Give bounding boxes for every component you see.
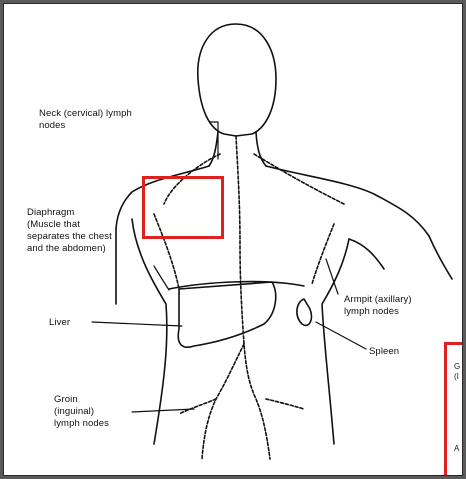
label-spleen: Spleen	[369, 346, 399, 358]
label-neck-lymph-nodes: Neck (cervical) lymph nodes	[39, 108, 132, 132]
liver-shape	[178, 282, 275, 347]
neck-outline	[209, 132, 218, 166]
diagram-frame: Neck (cervical) lymph nodes Diaphragm (M…	[3, 3, 463, 476]
cropped-panel-text-2: (I	[454, 372, 459, 382]
spleen-shape	[297, 299, 312, 325]
label-diaphragm: Diaphragm (Muscle that separates the che…	[27, 207, 112, 255]
callout-liver	[92, 322, 182, 326]
cropped-panel-text-3: A	[454, 444, 459, 454]
cropped-panel-text-1: G	[454, 362, 460, 372]
highlight-box-chest	[142, 176, 224, 239]
head-outline	[198, 24, 276, 136]
label-groin-lymph-nodes: Groin (inguinal) lymph nodes	[54, 394, 109, 430]
label-armpit-lymph-nodes: Armpit (axillary) lymph nodes	[344, 294, 412, 318]
lymph-vessel-center	[236, 136, 270, 459]
label-liver: Liver	[49, 317, 70, 329]
